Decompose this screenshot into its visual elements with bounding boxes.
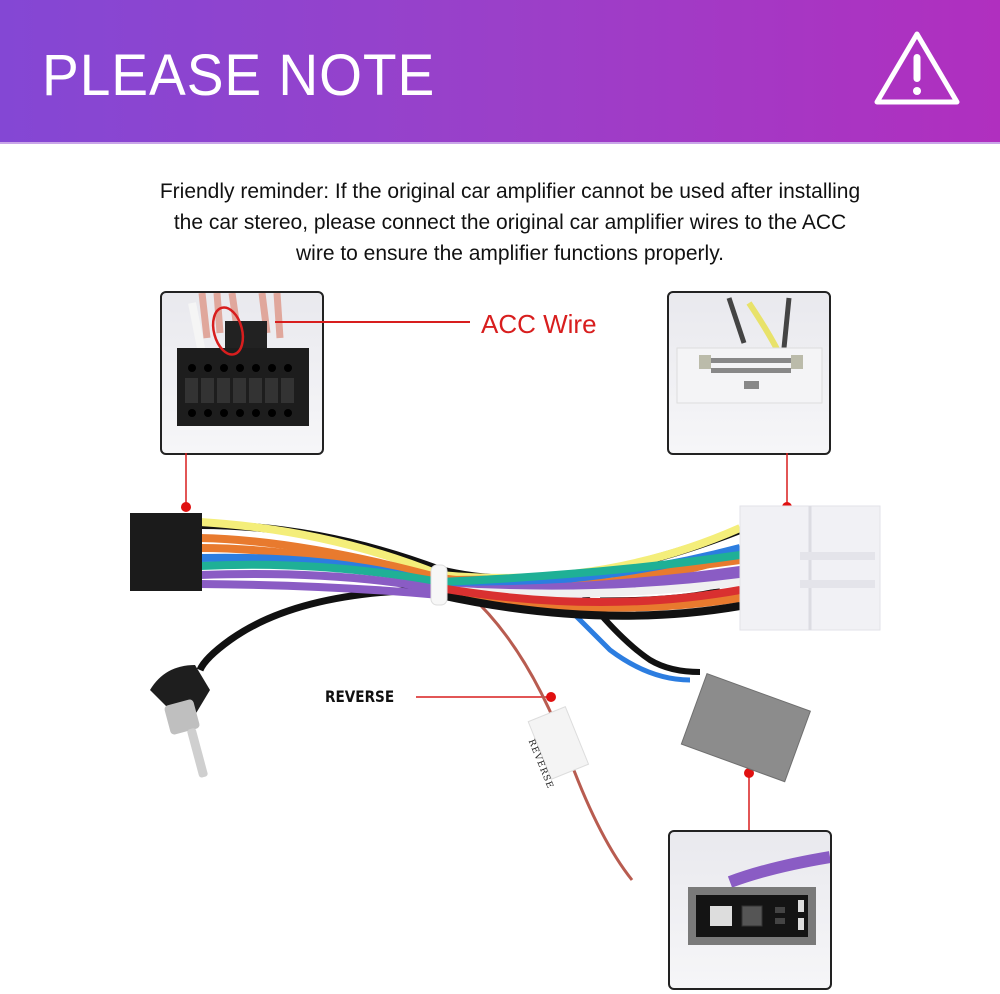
reverse-label: REVERSE (325, 687, 395, 706)
left-connector-photo (160, 291, 324, 455)
reverse-tag (527, 706, 590, 780)
zip-tie (430, 564, 448, 606)
left-connector-dot (181, 502, 191, 512)
antenna-plug (150, 665, 210, 778)
reminder-text: Friendly reminder: If the original car a… (60, 176, 960, 269)
reverse-dot (546, 692, 556, 702)
acc-wire-label: ACC Wire (481, 309, 597, 339)
wire-bundle (199, 518, 742, 620)
warning-triangle-icon (874, 31, 960, 105)
bottom-connector-dot (744, 768, 754, 778)
reminder-line-2: the car stereo, please connect the origi… (173, 211, 847, 234)
page-title: PLEASE NOTE (42, 43, 436, 108)
right-white-connector (739, 505, 881, 631)
gray-connector (680, 672, 812, 783)
right-connector-photo (667, 291, 831, 455)
antenna-cable (196, 586, 441, 672)
bottom-connector-photo (668, 830, 832, 990)
left-black-connector (130, 513, 202, 591)
reminder-line-1: Friendly reminder: If the original car a… (159, 180, 861, 203)
header-banner: PLEASE NOTE (0, 0, 1000, 144)
reminder-line-3: wire to ensure the amplifier functions p… (296, 242, 724, 265)
